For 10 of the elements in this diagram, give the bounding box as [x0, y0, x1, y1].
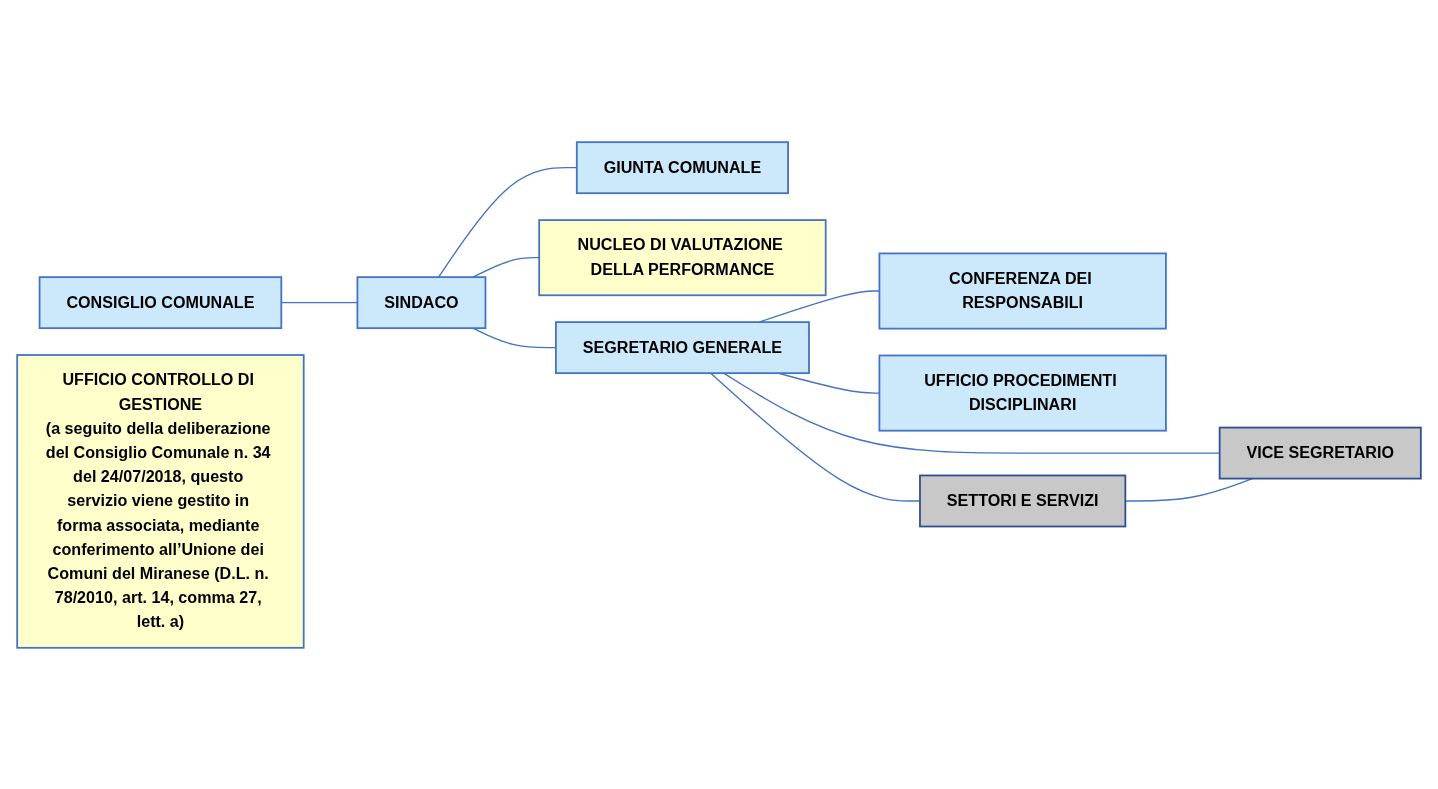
node-box: SETTORI E SERVIZI	[919, 474, 1127, 527]
node-box: SEGRETARIO GENERALE	[554, 320, 810, 374]
node-box: UFFICIO PROCEDIMENTI DISCIPLINARI	[878, 354, 1167, 432]
node-box: GIUNTA COMUNALE	[575, 140, 789, 194]
node-box: NUCLEO DI VALUTAZIONE DELLA PERFORMANCE	[538, 218, 827, 296]
node-box: CONFERENZA DEI RESPONSABILI	[878, 252, 1167, 330]
node-box: CONSIGLIO COMUNALE	[38, 275, 283, 329]
node-box: SINDACO	[356, 275, 487, 329]
node-box: UFFICIO CONTROLLO DI GESTIONE (a seguito della deliberazione del Consiglio Comunale n. 34 del 24/07/2018, questo servizio viene gestito in forma associata, mediante conferimento all’Unione dei Comuni del Miranese (D.L. n. 78/2010, art. 14, comma 27, lett. a)	[16, 353, 305, 649]
node-box: VICE SEGRETARIO	[1218, 426, 1422, 479]
